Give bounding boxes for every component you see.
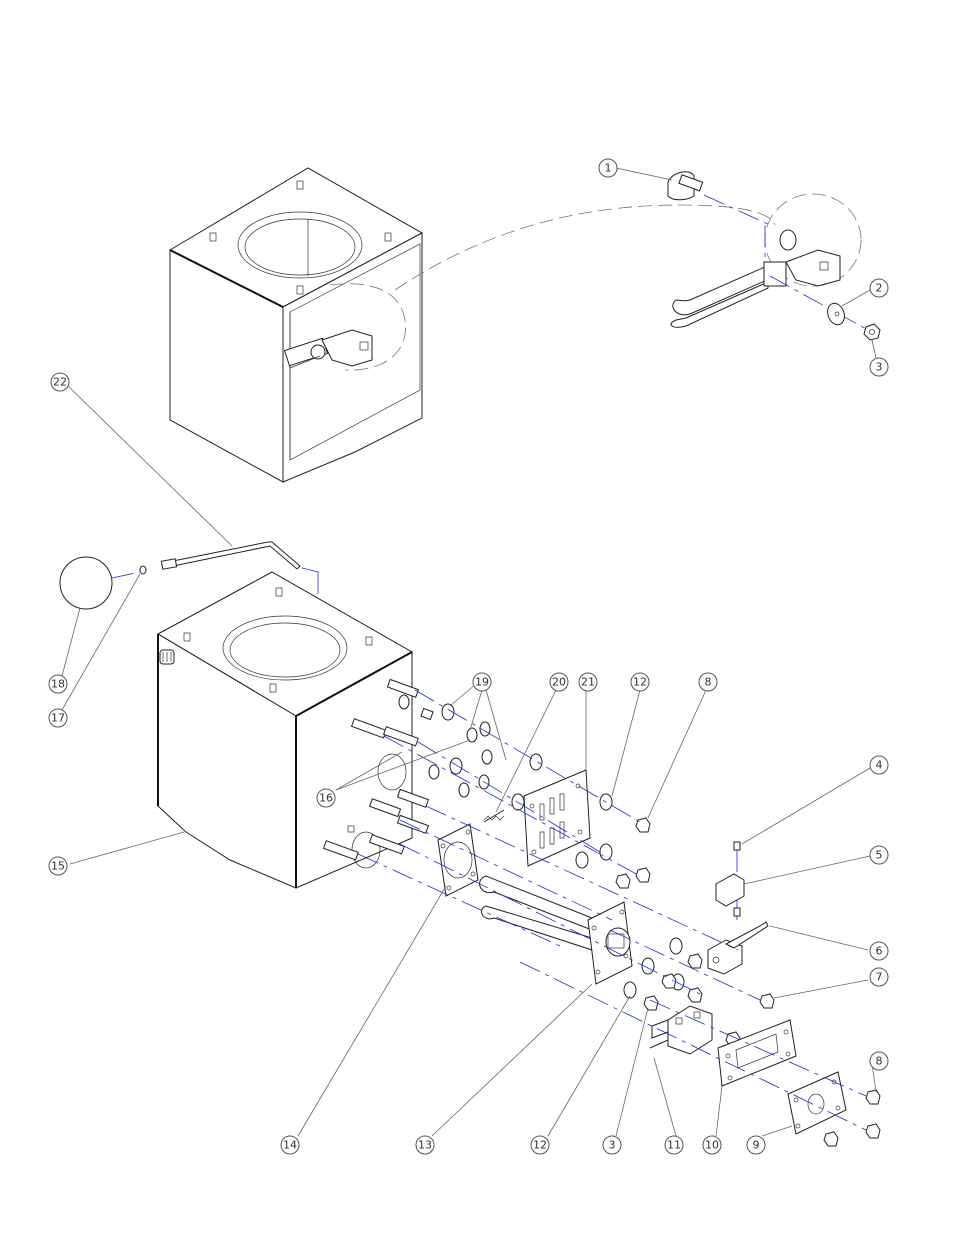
balloon-label: 21	[581, 676, 595, 689]
balloon-label: 1	[605, 162, 612, 175]
balloon-label: 20	[552, 676, 566, 689]
balloon-3: 3	[603, 1136, 621, 1154]
detail-view	[668, 172, 880, 340]
balloon-label: 5	[876, 849, 883, 862]
balloon-label: 6	[876, 945, 883, 958]
balloon-12: 12	[531, 1136, 549, 1154]
balloon-label: 4	[876, 759, 883, 772]
balloon-label: 7	[876, 971, 883, 984]
balloon-7: 7	[870, 968, 888, 986]
balloon-4: 4	[870, 756, 888, 774]
block-part-5	[716, 874, 744, 916]
nut-part-8	[866, 1090, 880, 1104]
spring-part-20	[484, 810, 504, 822]
nut-part-8b	[866, 1124, 880, 1138]
float-part-18	[60, 557, 112, 609]
o-ring-part-17	[140, 566, 146, 574]
switch-part-6	[708, 922, 768, 974]
balloon-14: 14	[281, 1136, 299, 1154]
balloon-label: 13	[418, 1139, 432, 1152]
balloon-21: 21	[579, 673, 597, 691]
side-fitting	[160, 650, 174, 664]
element-hardware	[624, 938, 702, 1010]
bracket-bolt-part-1	[668, 172, 703, 200]
balloon-16: 16	[317, 789, 335, 807]
balloon-label: 3	[609, 1139, 616, 1152]
balloon-label: 15	[51, 860, 65, 873]
balloon-10: 10	[703, 1136, 721, 1154]
balloon-5: 5	[870, 846, 888, 864]
balloon-label: 14	[283, 1139, 297, 1152]
balloon-label: 8	[705, 676, 712, 689]
nut-part-7	[760, 994, 774, 1008]
balloon-label: 19	[475, 676, 489, 689]
balloon-8: 8	[699, 673, 717, 691]
balloon-label: 2	[876, 282, 883, 295]
rod-part-22	[164, 542, 300, 569]
gasket-part-14	[438, 824, 478, 896]
balloon-label: 8	[876, 1055, 883, 1068]
hardware-stack	[399, 695, 650, 888]
balloon-label: 9	[753, 1139, 760, 1152]
balloon-1: 1	[599, 159, 617, 177]
balloon-18: 18	[49, 675, 67, 693]
heating-element-part-13	[480, 876, 632, 984]
balloon-20: 20	[550, 673, 568, 691]
balloon-12: 12	[631, 673, 649, 691]
balloon-label: 3	[876, 361, 883, 374]
balloon-15: 15	[49, 857, 67, 875]
balloon-label: 11	[667, 1139, 681, 1152]
detail-reference-arc	[395, 205, 775, 290]
upper-tank-assembly	[170, 168, 422, 482]
balloon-label: 12	[533, 1139, 547, 1152]
balloon-2: 2	[870, 279, 888, 297]
balloon-label: 18	[51, 678, 65, 691]
balloon-22: 22	[51, 373, 69, 391]
balloon-label: 10	[705, 1139, 719, 1152]
balloon-8: 8	[870, 1052, 888, 1070]
balloon-13: 13	[416, 1136, 434, 1154]
balloon-3: 3	[870, 358, 888, 376]
balloon-6: 6	[870, 942, 888, 960]
balloon-label: 22	[53, 376, 67, 389]
balloon-11: 11	[665, 1136, 683, 1154]
balloon-17: 17	[49, 709, 67, 727]
balloon-label: 12	[633, 676, 647, 689]
nut-part-3	[864, 324, 880, 340]
balloon-label: 16	[319, 792, 333, 805]
balloon-9: 9	[747, 1136, 765, 1154]
balloon-19: 19	[473, 673, 491, 691]
balloon-label: 17	[51, 712, 65, 725]
bezel-part-10	[718, 1020, 796, 1086]
